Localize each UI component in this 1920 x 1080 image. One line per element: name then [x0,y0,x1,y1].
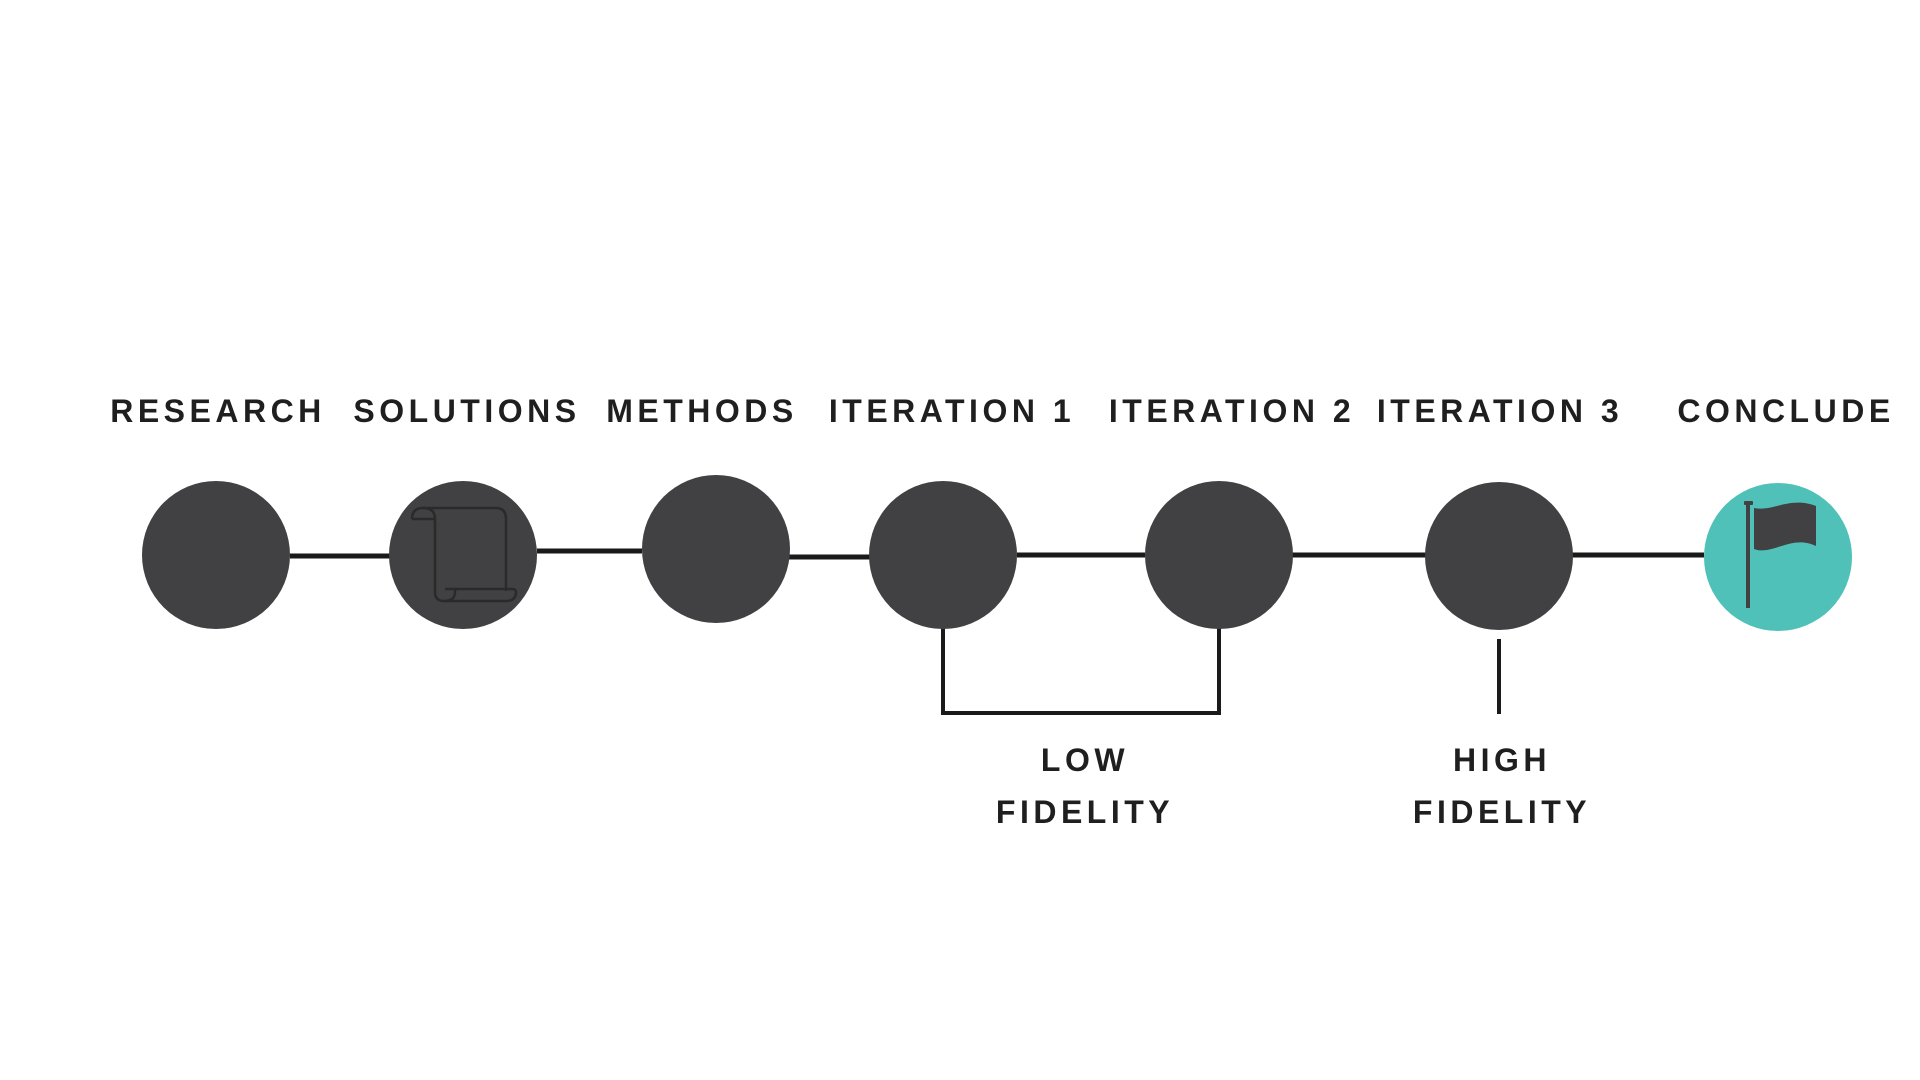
scroll-icon [410,506,518,603]
step-label-iteration-3: ITERATION 3 [1376,393,1624,429]
high-fidelity-line2: FIDELITY [1412,794,1592,830]
step-node-methods [642,475,790,623]
high-fidelity-label: HIGH FIDELITY [1413,734,1591,838]
low-fidelity-bracket [941,627,1221,715]
step-node-conclude [1704,483,1852,631]
step-label-iteration-1: ITERATION 1 [828,393,1076,429]
step-node-iteration-2 [1145,481,1293,629]
step-label-research: RESEARCH [110,393,326,429]
low-fidelity-line2: FIDELITY [995,794,1175,830]
step-label-iteration-2: ITERATION 2 [1108,393,1356,429]
step-label-conclude: CONCLUDE [1677,393,1895,429]
step-label-methods: METHODS [606,393,798,429]
flag-icon [1744,501,1816,608]
step-node-research [142,481,290,629]
high-fidelity-line1: HIGH [1453,742,1551,778]
low-fidelity-line1: LOW [1040,742,1130,778]
connector-lines [290,548,1704,560]
step-node-iteration-1 [869,481,1017,629]
step-node-solutions [389,481,537,629]
low-fidelity-label: LOW FIDELITY [996,734,1174,838]
step-label-solutions: SOLUTIONS [353,393,581,429]
step-node-iteration-3 [1425,482,1573,630]
